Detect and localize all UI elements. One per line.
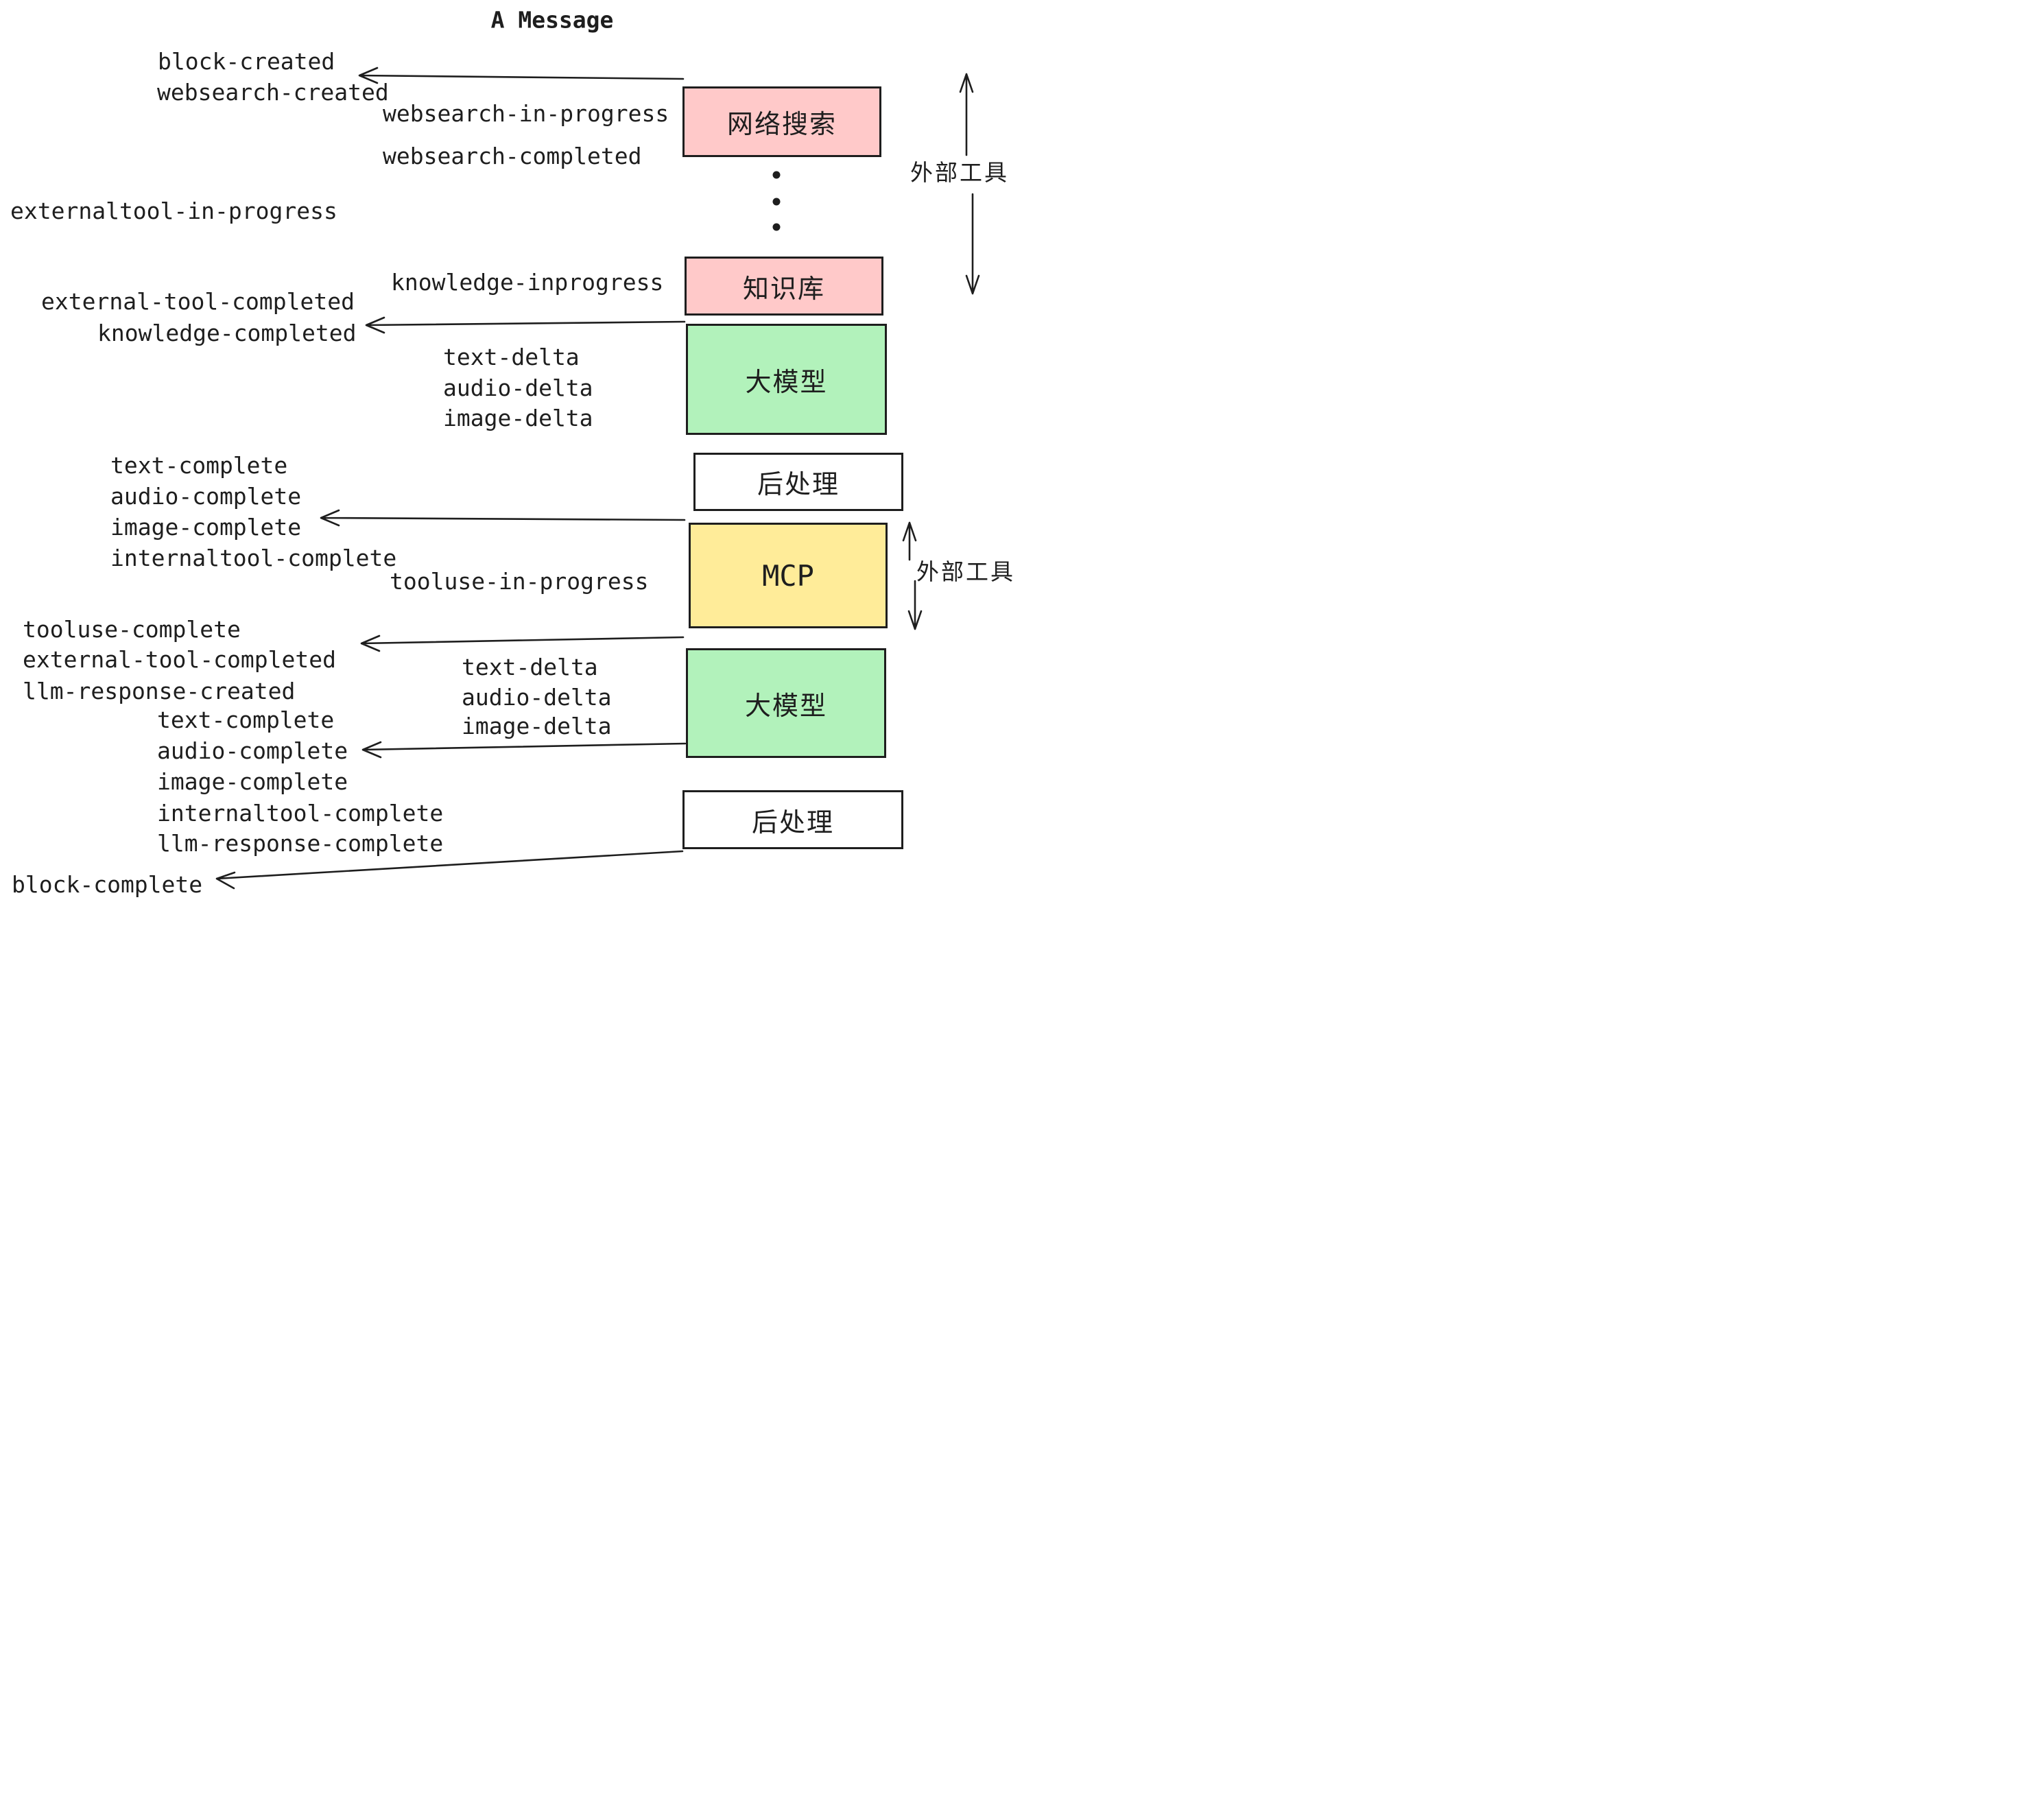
diagram-connectors [215, 67, 980, 890]
diagram-title: A Message [490, 6, 614, 34]
event-label-block-complete: block-complete [12, 870, 203, 898]
event-label-websearch-created: websearch-created [157, 78, 389, 106]
event-label-external-tool-completed-2: external-tool-completed [23, 645, 336, 673]
arrow-knowledge-to-completed [365, 316, 686, 334]
event-label-externaltool-in-progress: externaltool-in-progress [10, 197, 337, 224]
event-label-llm-response-complete: llm-response-complete [157, 829, 444, 857]
box-knowledge-base: 知识库 [685, 257, 883, 316]
arrow-llm2-to-complete [361, 741, 687, 759]
arrow-mcp-to-tooluse-complete [360, 634, 685, 652]
event-label-tooluse-complete: tooluse-complete [23, 615, 241, 643]
ellipsis-dot [772, 198, 781, 206]
external-tools-2-down-arrow [907, 580, 923, 630]
event-label-llm-response-created: llm-response-created [23, 677, 296, 704]
box-post-processing-1: 后处理 [693, 453, 903, 511]
event-label-internaltool-complete-2: internaltool-complete [157, 799, 444, 827]
external-tools-1-down-arrow [965, 193, 980, 295]
event-label-block-created: block-created [158, 47, 335, 75]
arrow-post2-to-block-complete [215, 850, 684, 890]
diagram-canvas: A Message block-created websearch-create… [0, 0, 1022, 902]
event-label-text-complete-2: text-complete [157, 706, 335, 733]
event-label-knowledge-inprogress: knowledge-inprogress [391, 268, 664, 296]
ellipsis-dot [772, 171, 781, 179]
external-tools-2-up-arrow [902, 521, 917, 561]
event-label-internaltool-complete-1: internaltool-complete [110, 544, 397, 571]
ellipsis-dots [772, 171, 781, 231]
event-label-image-complete-2: image-complete [157, 768, 348, 795]
arrow-post1-to-complete [320, 509, 686, 527]
event-label-tooluse-in-progress: tooluse-in-progress [390, 567, 649, 595]
event-label-audio-complete-1: audio-complete [110, 482, 302, 510]
event-label-text-delta-2: text-delta [462, 653, 598, 680]
box-web-search: 网络搜索 [682, 86, 881, 157]
event-label-websearch-completed: websearch-completed [383, 142, 642, 169]
event-label-audio-delta-2: audio-delta [462, 683, 612, 711]
event-label-image-delta-1: image-delta [443, 404, 593, 431]
event-label-audio-complete-2: audio-complete [157, 737, 348, 764]
external-tools-label-1: 外部工具 [910, 160, 1009, 185]
external-tools-label-2: 外部工具 [916, 559, 1015, 584]
event-label-external-tool-completed: external-tool-completed [41, 287, 355, 315]
event-label-image-delta-2: image-delta [462, 712, 612, 739]
event-label-websearch-in-progress: websearch-in-progress [383, 99, 669, 127]
event-label-audio-delta-1: audio-delta [443, 374, 593, 401]
event-label-text-complete-1: text-complete [110, 451, 288, 479]
event-label-image-complete-1: image-complete [110, 513, 302, 541]
ellipsis-dot [772, 223, 781, 231]
box-mcp: MCP [689, 523, 888, 628]
box-post-processing-2: 后处理 [682, 790, 903, 849]
event-label-knowledge-completed: knowledge-completed [97, 319, 357, 346]
arrow-websearch-to-created [358, 67, 685, 84]
box-llm-2: 大模型 [686, 648, 886, 758]
event-label-text-delta-1: text-delta [443, 343, 580, 370]
external-tools-1-up-arrow [959, 73, 974, 156]
box-llm-1: 大模型 [686, 324, 887, 435]
